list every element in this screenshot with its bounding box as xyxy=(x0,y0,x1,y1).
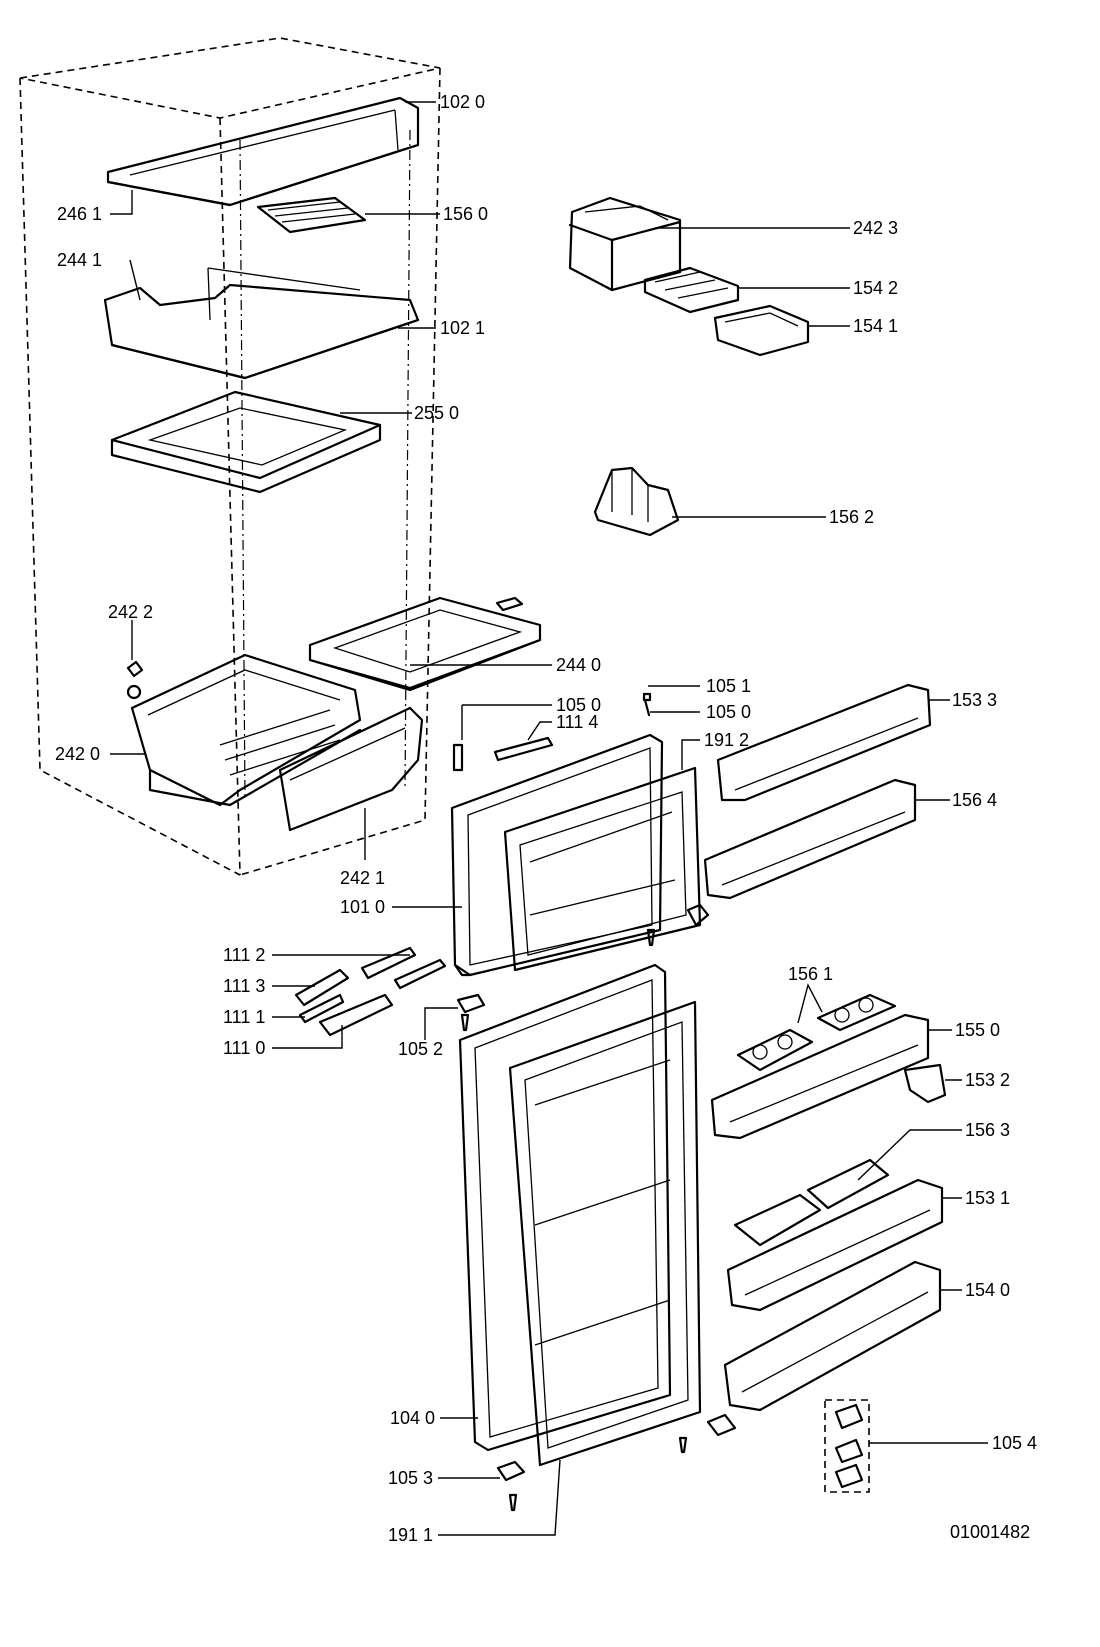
callout-102-0: 102 0 xyxy=(440,92,485,112)
callout-156-3: 156 3 xyxy=(965,1120,1010,1140)
callout-246-1: 246 1 xyxy=(57,204,102,224)
freezer-shelf xyxy=(106,96,420,207)
stop-153-2 xyxy=(903,1063,947,1104)
bottom-hinges xyxy=(496,1413,737,1512)
callout-105-0-left: 105 0 xyxy=(556,695,601,715)
cabinet-outline xyxy=(19,37,441,876)
callout-242-0: 242 0 xyxy=(55,744,100,764)
callout-111-4: 111 4 xyxy=(556,712,598,732)
hinge-kit-105-4 xyxy=(824,1399,870,1493)
door-bin-153-1 xyxy=(726,1178,944,1312)
freezer-door xyxy=(450,733,664,977)
callout-242-2: 242 2 xyxy=(108,602,153,622)
leader-lines xyxy=(110,101,988,1536)
fridge-door xyxy=(458,963,672,1452)
door-bin-155-0 xyxy=(710,1013,930,1140)
callout-111-1: 111 1 xyxy=(223,1007,265,1027)
callout-155-0: 155 0 xyxy=(955,1020,1000,1040)
ice-tray xyxy=(256,196,367,234)
callout-156-1: 156 1 xyxy=(788,964,833,984)
callout-244-0: 244 0 xyxy=(556,655,601,675)
drip-tray xyxy=(110,390,382,494)
fridge-door-gasket xyxy=(508,1000,702,1467)
callout-105-1: 105 1 xyxy=(706,676,751,696)
callout-111-0: 111 0 xyxy=(223,1038,265,1058)
callout-156-4: 156 4 xyxy=(952,790,997,810)
freezer-drawer xyxy=(103,267,420,380)
callout-153-3: 153 3 xyxy=(952,690,997,710)
door-bin-153-3 xyxy=(716,683,932,802)
callout-244-1: 244 1 xyxy=(57,250,102,270)
ice-cube-tray xyxy=(643,266,740,314)
callout-153-1: 153 1 xyxy=(965,1188,1010,1208)
callout-101-0: 101 0 xyxy=(340,897,385,917)
glass-shelf xyxy=(308,596,542,692)
callout-105-2: 105 2 xyxy=(398,1039,443,1059)
callout-111-2: 111 2 xyxy=(223,945,265,965)
callout-153-2: 153 2 xyxy=(965,1070,1010,1090)
callout-191-2: 191 2 xyxy=(704,730,749,750)
bottle-holder-156-3 xyxy=(733,1158,890,1247)
callout-154-1: 154 1 xyxy=(853,316,898,336)
hinge-screws xyxy=(452,692,710,947)
callout-255-0: 255 0 xyxy=(414,403,459,423)
egg-trays-156-1 xyxy=(736,993,897,1072)
callout-156-2: 156 2 xyxy=(829,507,874,527)
callout-242-3: 242 3 xyxy=(853,218,898,238)
door-bin-154-0 xyxy=(723,1260,942,1412)
small-container xyxy=(713,304,810,357)
callout-154-2: 154 2 xyxy=(853,278,898,298)
callout-191-1: 191 1 xyxy=(388,1525,433,1545)
freezer-door-gasket xyxy=(503,766,702,972)
callout-154-0: 154 0 xyxy=(965,1280,1010,1300)
crisper-clips xyxy=(126,660,144,700)
callout-105-0-right: 105 0 xyxy=(706,702,751,722)
callout-105-4: 105 4 xyxy=(992,1433,1037,1453)
callout-111-3: 111 3 xyxy=(223,976,265,996)
crisper-drawer xyxy=(130,653,362,807)
crisper-front xyxy=(278,706,424,832)
document-number: 01001482 xyxy=(950,1522,1030,1542)
handle-111-4 xyxy=(493,736,554,762)
callout-242-1: 242 1 xyxy=(340,868,385,888)
callout-156-0: 156 0 xyxy=(443,204,488,224)
bottle-divider xyxy=(593,466,680,537)
callout-102-1: 102 1 xyxy=(440,318,485,338)
door-bin-156-4 xyxy=(703,778,917,900)
callout-104-0: 104 0 xyxy=(390,1408,435,1428)
callout-105-3: 105 3 xyxy=(388,1468,433,1488)
callout-labels: 102 0 246 1 156 0 244 1 102 1 255 0 242 … xyxy=(55,92,1037,1545)
